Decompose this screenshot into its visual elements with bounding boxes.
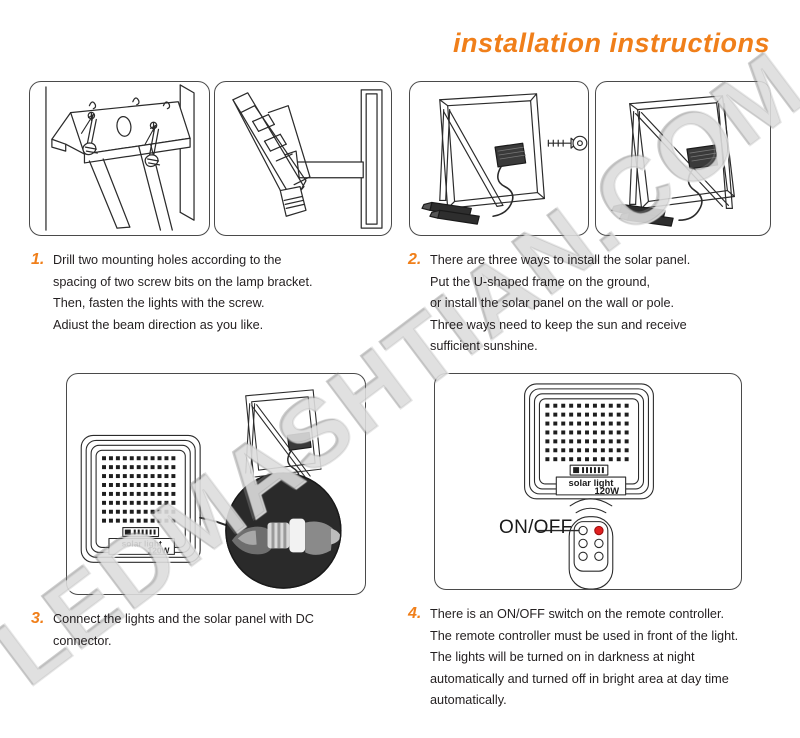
step-3-lines: Connect the lights and the solar panel w…	[53, 609, 391, 652]
step-4-line-4: automatically and turned off in bright a…	[430, 671, 729, 686]
step-4-line-2: The remote controller must be used in fr…	[430, 628, 739, 643]
step-1-line-3: Then, fasten the lights with the screw.	[53, 296, 265, 310]
illustration-panel-solar-panel-on-ground	[595, 81, 771, 236]
step-4-line-5: automatically.	[430, 693, 507, 707]
svg-text:solar light: solar light	[122, 538, 162, 548]
svg-text:120W: 120W	[595, 485, 620, 496]
step-2-line-3: or install the solar panel on the wall o…	[430, 296, 675, 310]
step-4-line-1: There is an ON/OFF switch on the remote …	[430, 607, 725, 621]
step-3-line-2: connector.	[53, 633, 112, 648]
step-number-2: 2.	[408, 251, 422, 268]
illustration-panel-light-side-view	[214, 81, 392, 236]
illustration-panel-drill-holes	[29, 81, 210, 236]
instruction-step-1: 1. Drill two mounting holes according to…	[31, 250, 391, 336]
step-2-lines: There are three ways to install the sola…	[430, 250, 788, 358]
step-1-line-4: Adiust the beam direction as you like.	[53, 317, 264, 332]
step-number-4: 4.	[408, 605, 422, 622]
step-number-1: 1.	[31, 251, 45, 268]
step-1-lines: Drill two mounting holes according to th…	[53, 250, 391, 336]
step-2-line-5: sufficient sunshine.	[430, 339, 538, 353]
instruction-step-3: 3. Connect the lights and the solar pane…	[31, 609, 391, 652]
svg-text:solar light: solar light	[568, 477, 614, 488]
step-2-line-2: Put the U-shaped frame on the ground,	[430, 274, 651, 289]
step-1-line-1: Drill two mounting holes according to th…	[53, 253, 282, 267]
instruction-step-4: 4. There is an ON/OFF switch on the remo…	[408, 604, 790, 712]
svg-text:120W: 120W	[148, 545, 170, 555]
instruction-step-2: 2. There are three ways to install the s…	[408, 250, 788, 358]
illustration-panel-solar-panel-wall-mount	[409, 81, 589, 236]
step-4-line-3: The lights will be turned on in darkness…	[430, 650, 695, 664]
step-1-line-2: spacing of two screw bits on the lamp br…	[53, 274, 313, 289]
onoff-callout-label: ON/OFF	[499, 517, 573, 538]
illustration-panel-remote-controller: solar light 120W	[434, 373, 742, 590]
step-4-lines: There is an ON/OFF switch on the remote …	[430, 604, 790, 712]
illustration-panel-dc-connector: solar light 120W	[66, 373, 366, 595]
step-3-line-1: Connect the lights and the solar panel w…	[53, 612, 314, 626]
step-2-line-4: Three ways need to keep the sun and rece…	[430, 317, 687, 332]
page-title: installation instructions	[452, 28, 770, 58]
step-2-line-1: There are three ways to install the sola…	[430, 253, 691, 267]
step-number-3: 3.	[31, 610, 45, 627]
